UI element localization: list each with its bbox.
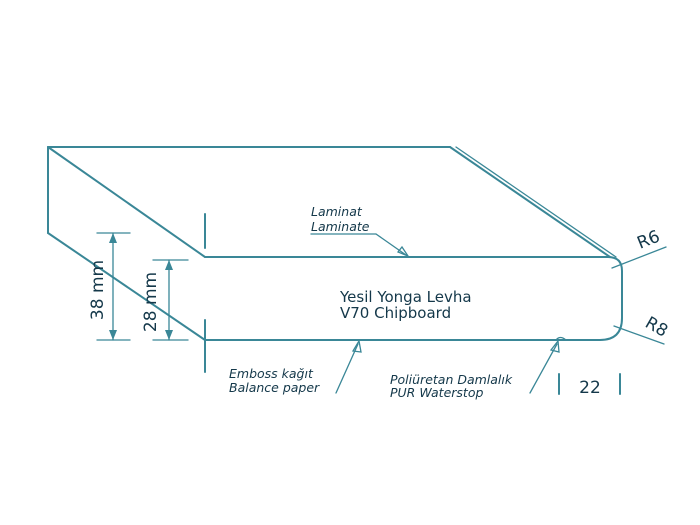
worktop-outline (47, 146, 623, 373)
laminate-callout: Laminat Laminate (310, 204, 410, 258)
dimension-28mm-label: 28 mm (141, 272, 161, 332)
drip-width-dimension: 22 (558, 373, 621, 398)
waterstop-callout: Poliüretan Damlalık PUR Waterstop (390, 339, 560, 400)
balance-label-tr: Emboss kağıt (229, 366, 314, 381)
dimension-28mm: 28 mm (141, 259, 189, 341)
drip-width-label: 22 (579, 378, 601, 398)
laminate-label-tr: Laminat (311, 204, 363, 219)
dimension-38mm-label: 38 mm (88, 260, 108, 320)
laminate-label-en: Laminate (311, 219, 370, 234)
core-label-en: V70 Chipboard (340, 304, 451, 322)
balance-paper-callout: Emboss kağıt Balance paper (229, 339, 362, 395)
core-label-tr: Yesil Yonga Levha (339, 288, 472, 306)
dimension-38mm: 38 mm (88, 232, 131, 341)
waterstop-label-en: PUR Waterstop (390, 385, 483, 400)
core-material-label: Yesil Yonga Levha V70 Chipboard (339, 288, 472, 322)
waterstop-label-tr: Poliüretan Damlalık (390, 372, 513, 387)
balance-label-en: Balance paper (229, 380, 320, 395)
